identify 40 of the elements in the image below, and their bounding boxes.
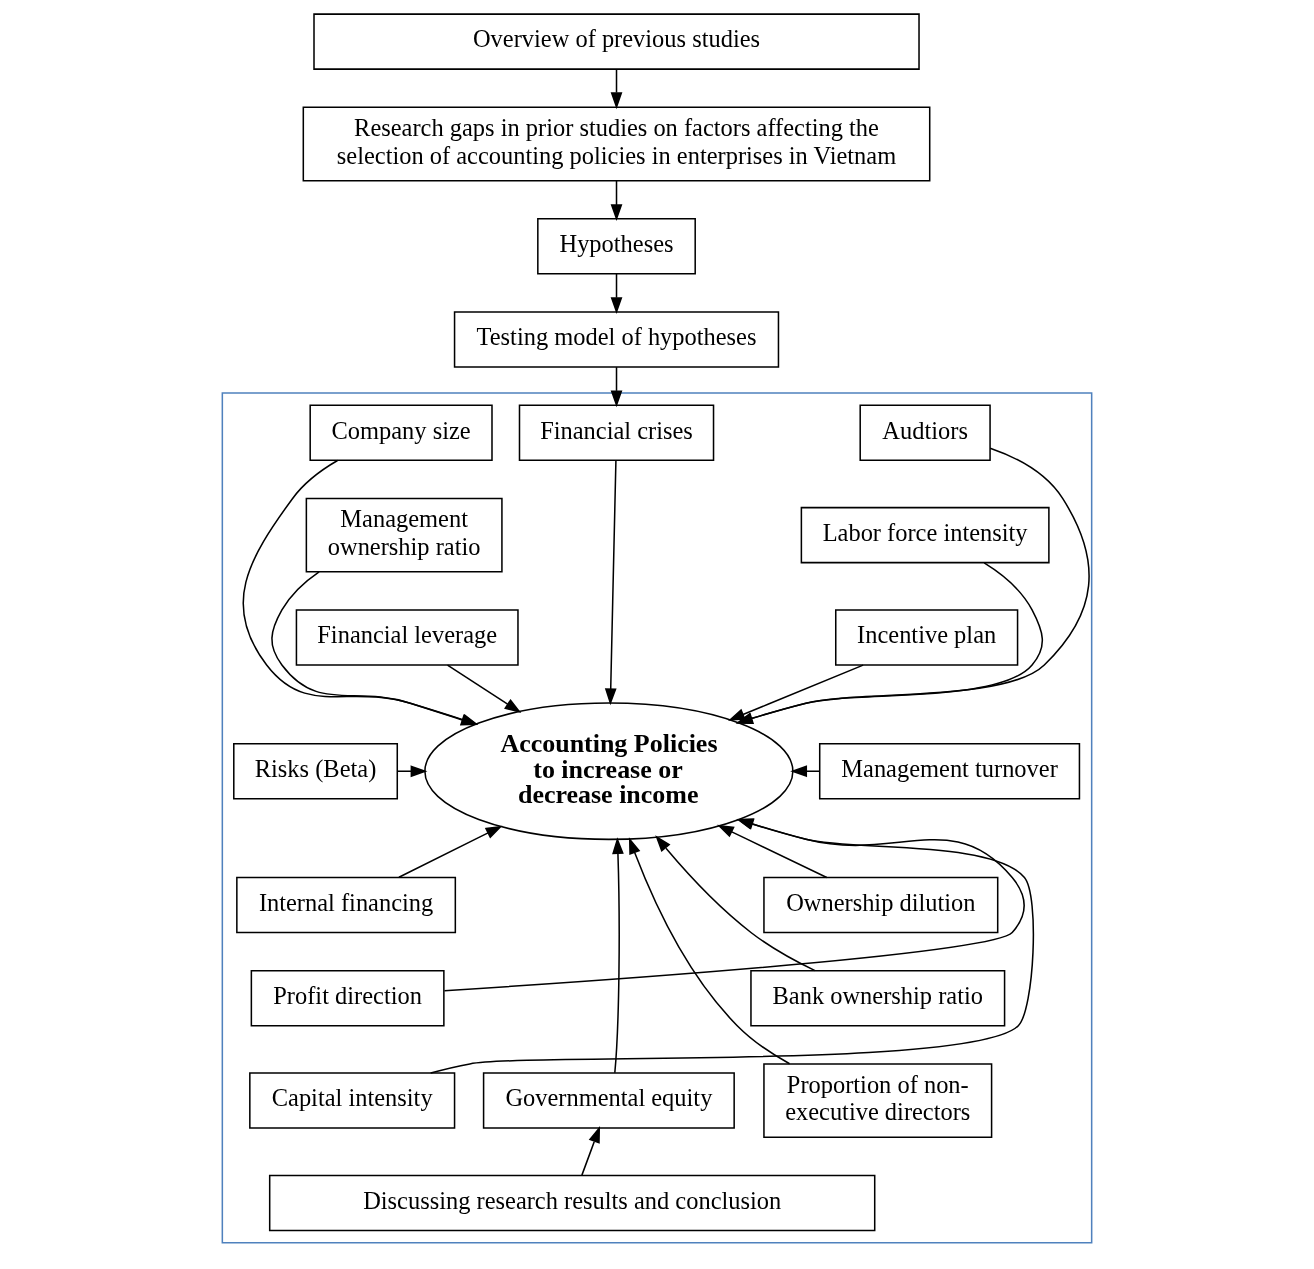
node-box: Risks (Beta): [233, 742, 399, 800]
node-box: Proportion of non-executive directors: [763, 1063, 993, 1138]
node-box: Financial leverage: [295, 609, 519, 666]
node-box: Incentive plan: [835, 609, 1019, 666]
arrow: [610, 180, 623, 222]
node-box: Research gaps in prior studies on factors affecting the selection of accounting policies in enterprises in Vietnam: [302, 106, 931, 182]
arrow: [735, 447, 1090, 724]
arrow: [396, 765, 428, 778]
arrow: [429, 818, 1035, 1074]
arrow: [581, 1126, 601, 1176]
arrow: [610, 68, 623, 110]
node-box: Governmental equity: [482, 1072, 735, 1129]
arrow: [446, 664, 522, 713]
node-box: Company size: [309, 404, 493, 461]
arrow: [604, 459, 617, 706]
arrow: [736, 562, 1044, 724]
node-box: Overview of previous studies: [313, 13, 920, 70]
arrow: [790, 765, 821, 778]
node-box: Audtiors: [859, 404, 991, 461]
node-box: Testing model of hypotheses: [453, 311, 780, 368]
arrow: [610, 366, 623, 408]
arrow: [398, 825, 503, 878]
node-box: Labor force intensity: [800, 506, 1050, 564]
node-box: Profit direction: [250, 969, 445, 1027]
arrow: [717, 824, 828, 879]
node-box: Financial crises: [518, 404, 715, 461]
node-box: Hypotheses: [537, 218, 696, 275]
arrow: [655, 835, 816, 972]
arrow: [612, 837, 624, 1074]
node-box: Ownership dilution: [763, 876, 999, 934]
arrow: [610, 273, 623, 314]
node-box: Bank ownership ratio: [750, 969, 1006, 1027]
node-box: Discussing research results and conclusion: [268, 1174, 876, 1232]
node-box: Capital intensity: [249, 1072, 456, 1129]
arrow: [628, 837, 791, 1065]
node-box: Internal financing: [236, 876, 457, 934]
arrow: [443, 818, 1025, 992]
node-box: Management ownership ratio: [305, 497, 503, 573]
arrow: [728, 664, 864, 721]
node-box: Management turnover: [818, 742, 1081, 800]
